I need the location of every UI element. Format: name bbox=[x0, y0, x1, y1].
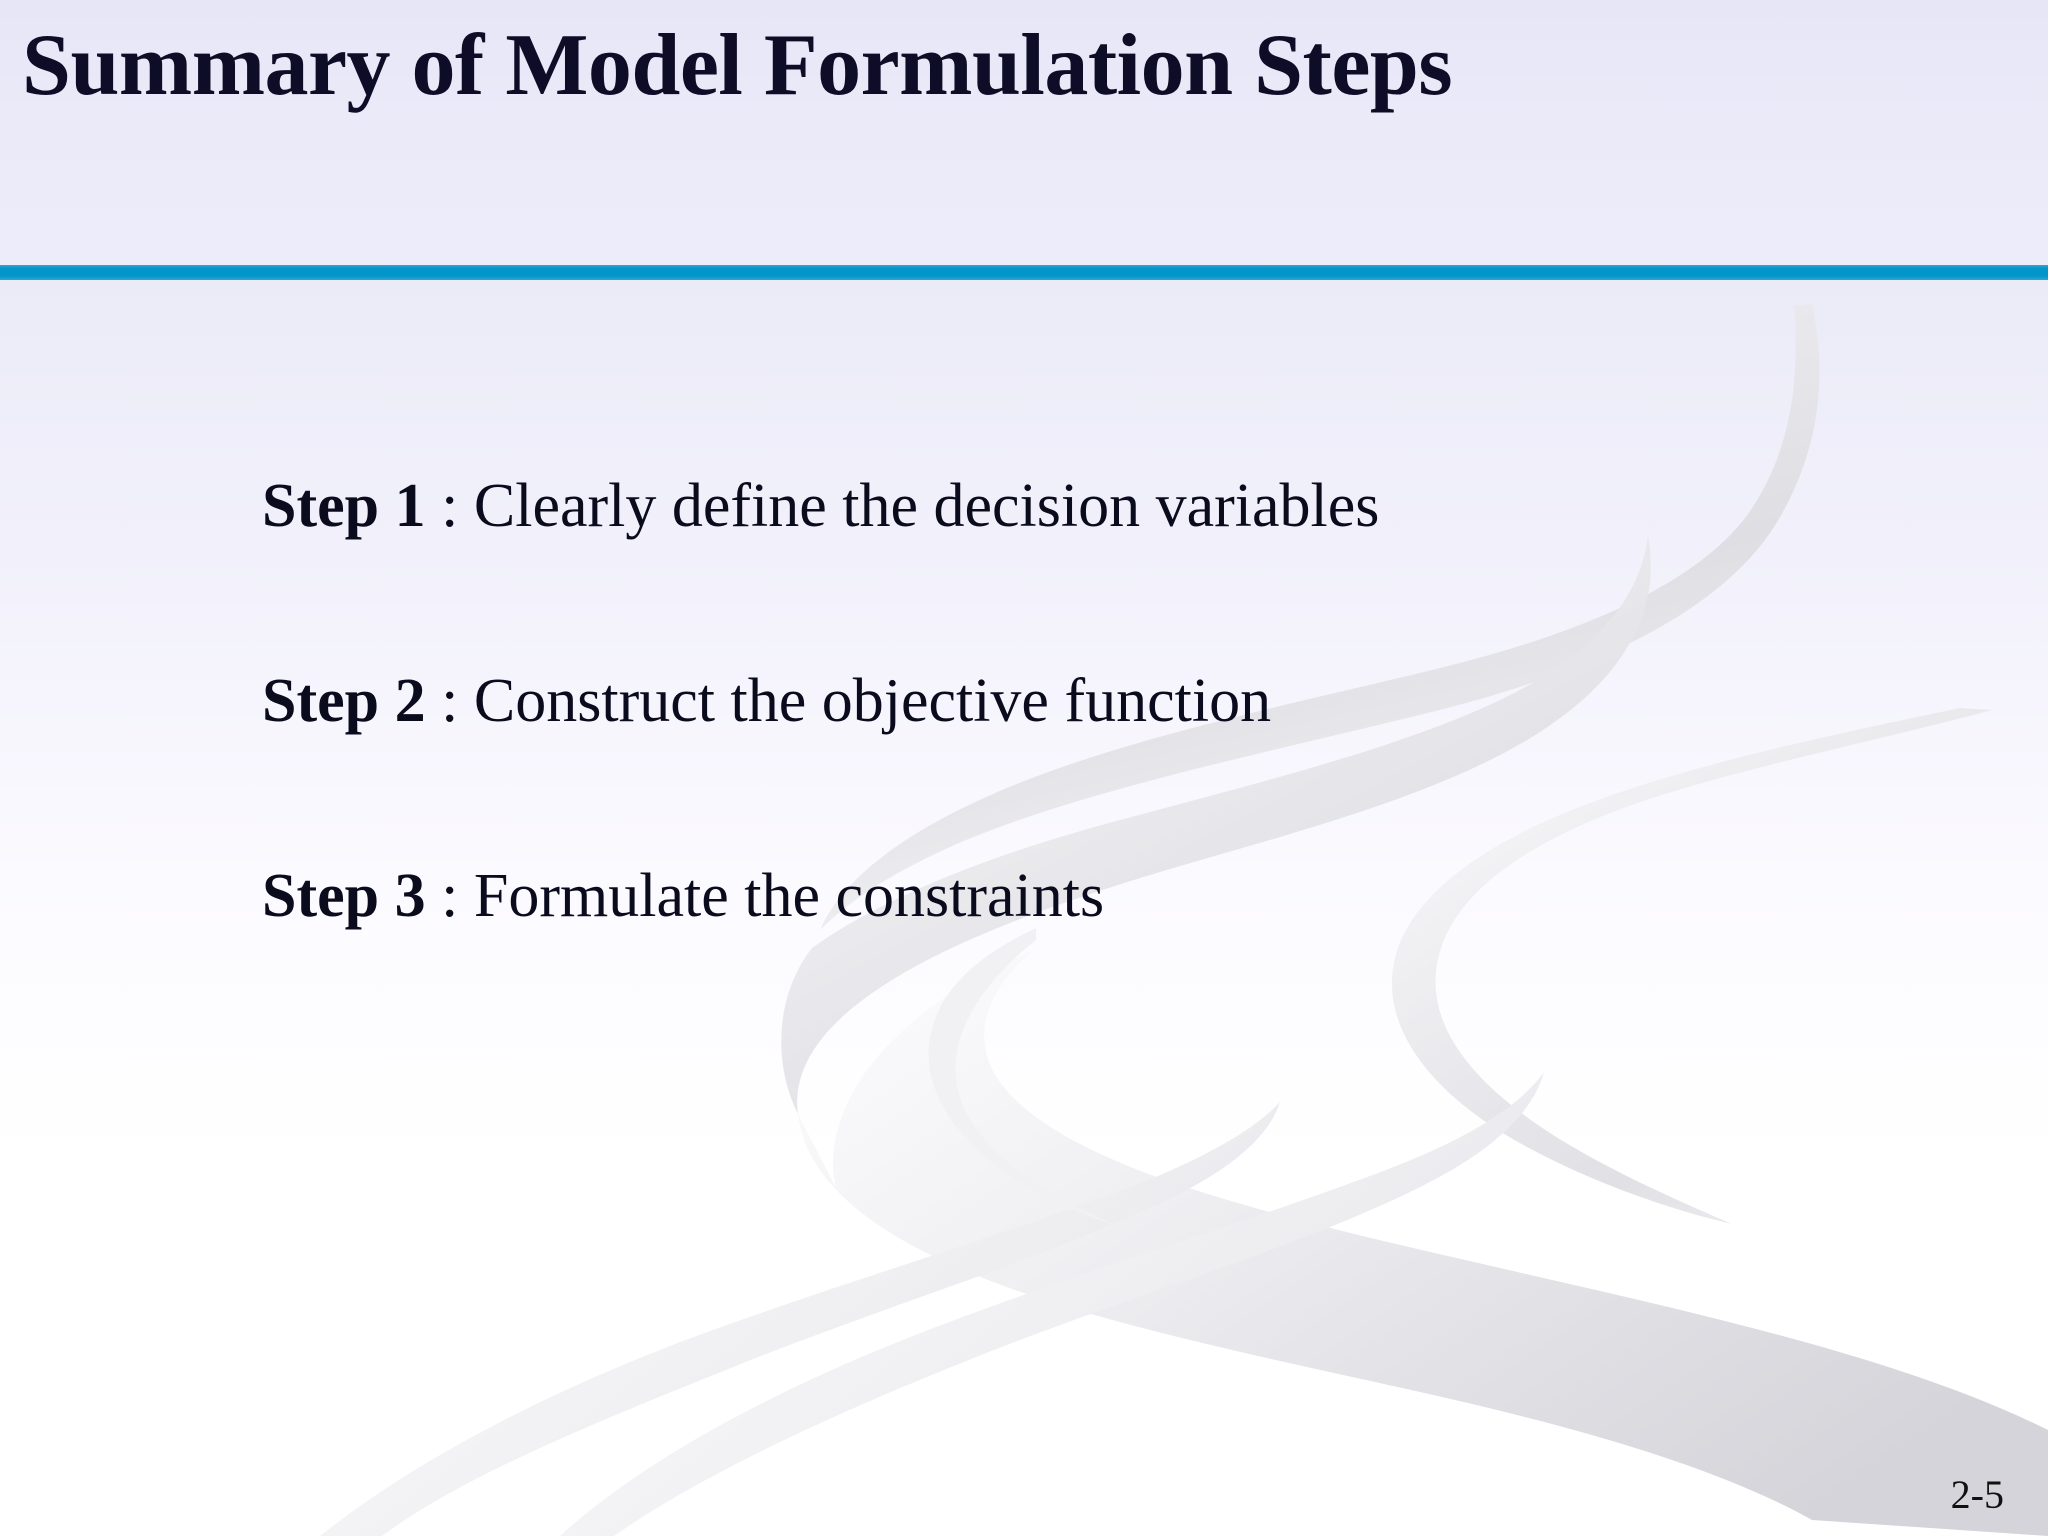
step-separator: : bbox=[425, 667, 474, 735]
slide-header-band: Summary of Model Formulation Steps bbox=[0, 0, 2048, 265]
list-item: Step 1 : Clearly define the decision var… bbox=[262, 475, 1862, 537]
slide-body: Step 1 : Clearly define the decision var… bbox=[0, 280, 2048, 1536]
formulation-steps-list: Step 1 : Clearly define the decision var… bbox=[262, 475, 1862, 927]
page-number: 2-5 bbox=[1950, 1472, 2004, 1517]
step-label: Step 3 bbox=[262, 862, 426, 930]
step-description: Construct the objective function bbox=[473, 667, 1272, 735]
step-label: Step 2 bbox=[262, 667, 426, 735]
step-description: Formulate the constraints bbox=[473, 862, 1105, 930]
step-label: Step 1 bbox=[262, 472, 426, 540]
accent-divider-rule bbox=[0, 265, 2048, 280]
slide-title: Summary of Model Formulation Steps bbox=[22, 17, 1453, 114]
step-separator: : bbox=[425, 862, 474, 930]
step-separator: : bbox=[425, 472, 474, 540]
step-description: Clearly define the decision variables bbox=[473, 472, 1380, 540]
list-item: Step 3 : Formulate the constraints bbox=[262, 865, 1862, 927]
list-item: Step 2 : Construct the objective functio… bbox=[262, 670, 1862, 732]
